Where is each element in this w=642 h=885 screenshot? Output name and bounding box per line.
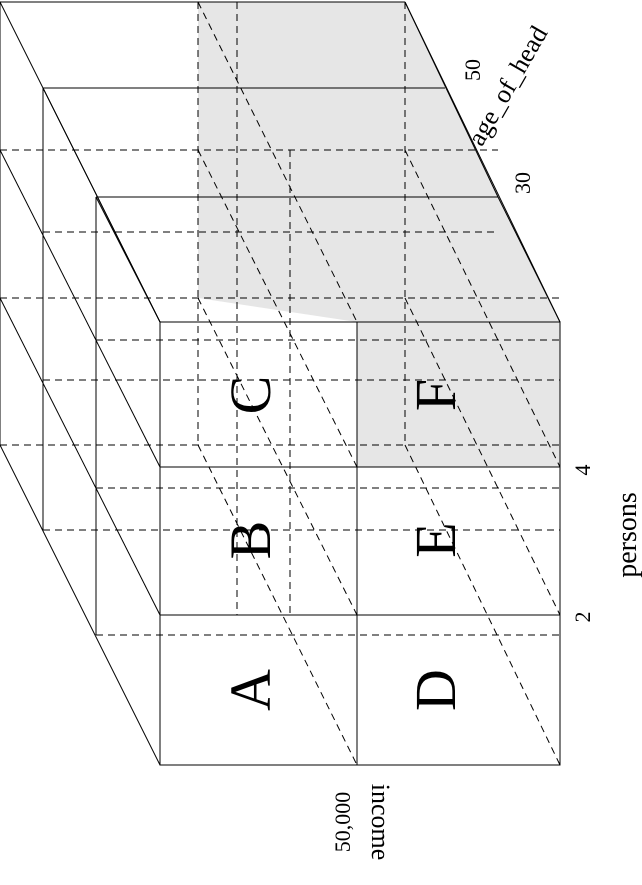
persons-tick-2: 2 xyxy=(570,612,595,623)
age-of-head-axis-label: age_of_head xyxy=(462,21,554,151)
cell-label-e: E xyxy=(403,522,468,557)
income-axis-label: income xyxy=(366,784,395,861)
cell-label-c: C xyxy=(218,376,283,415)
cell-label-a: A xyxy=(218,669,283,711)
age-of-head-tick-30: 30 xyxy=(510,172,535,194)
hidden-edges xyxy=(0,1,561,766)
cell-label-d: D xyxy=(403,669,468,711)
cell-labels: A B C D E F xyxy=(218,376,468,711)
age-of-head-tick-50: 50 xyxy=(460,59,485,81)
visible-edges xyxy=(0,1,561,766)
income-tick-50000: 50,000 xyxy=(330,792,355,853)
persons-axis-label: persons xyxy=(612,492,642,578)
cell-label-f: F xyxy=(403,379,468,411)
persons-tick-4: 4 xyxy=(570,465,595,476)
shaded-face xyxy=(198,2,560,467)
cell-label-b: B xyxy=(218,521,283,560)
